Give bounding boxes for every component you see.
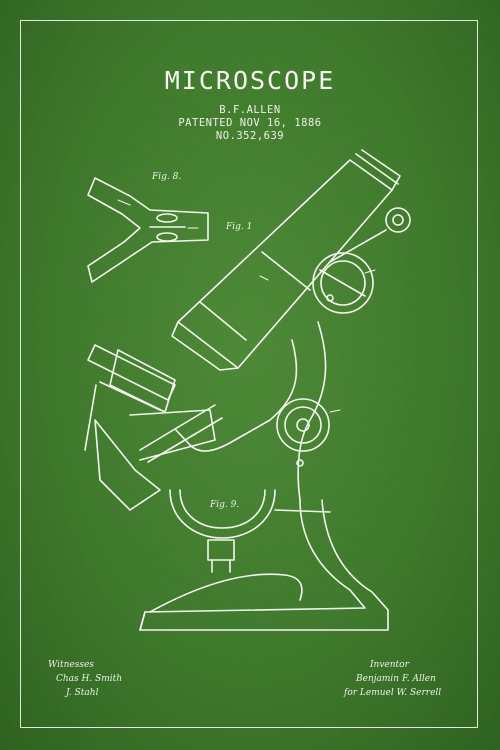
inventor-label: Inventor: [370, 660, 409, 670]
fig8-yoke-drawing: [87, 177, 209, 283]
microscope-arm: [175, 321, 330, 501]
poster-border: [20, 20, 478, 728]
witness-signature-1: Chas H. Smith: [56, 674, 123, 684]
fig8-label: Fig. 8.: [152, 172, 182, 182]
witness-signature-2: J. Stahl: [66, 688, 99, 698]
poster-title: MICROSCOPE: [164, 66, 336, 95]
microscope-tube: [171, 149, 401, 371]
focus-wheel: [312, 207, 411, 314]
fig1-label: Fig. 1: [226, 222, 253, 232]
patent-number-line: NO.352,639: [215, 130, 285, 142]
reference-marks: [117, 199, 376, 413]
inventor-signature: Benjamin F. Allen: [356, 674, 436, 684]
patent-date-line: PATENTED NOV 16, 1886: [178, 117, 322, 129]
stage-assembly: [84, 344, 223, 511]
witnesses-label: Witnesses: [48, 660, 94, 670]
fig9-label: Fig. 9.: [210, 500, 240, 510]
inventor-line: B.F.ALLEN: [219, 104, 281, 116]
attorney-signature: for Lemuel W. Serrell: [344, 688, 442, 698]
microscope-base: [139, 499, 389, 631]
fig9-horseshoe: [169, 489, 331, 573]
